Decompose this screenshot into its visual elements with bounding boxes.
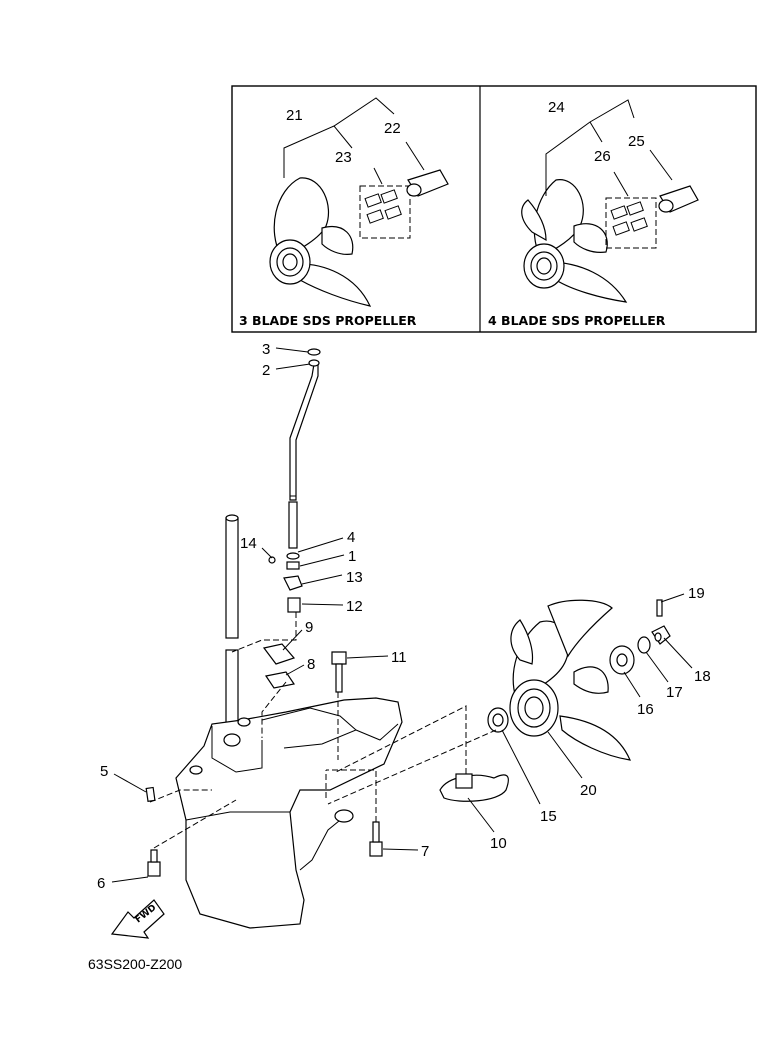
callout-4: 4 [347, 529, 355, 546]
callout-10: 10 [490, 835, 507, 852]
callout-3: 3 [262, 341, 270, 358]
leader-lines [111, 347, 693, 883]
callout-20: 20 [580, 782, 597, 799]
callout-26: 26 [594, 148, 611, 165]
reference-lines [149, 612, 497, 849]
callout-16: 16 [637, 701, 654, 718]
inset-right-label: 4 BLADE SDS PROPELLER [488, 313, 666, 328]
callout-12: 12 [346, 598, 363, 615]
callout-25: 25 [628, 133, 645, 150]
callouts: 21 22 23 24 25 26 3 2 4 1 13 14 12 9 8 1… [97, 99, 711, 892]
callout-9: 9 [305, 619, 313, 636]
diagram-code: 63SS200-Z200 [88, 956, 182, 972]
callout-15: 15 [540, 808, 557, 825]
four-blade-propeller-drawing [521, 179, 699, 303]
callout-21: 21 [286, 107, 303, 124]
callout-7: 7 [421, 843, 429, 860]
callout-14: 14 [240, 535, 257, 552]
three-blade-propeller-drawing [269, 169, 449, 307]
callout-23: 23 [335, 149, 352, 166]
callout-24: 24 [548, 99, 565, 116]
callout-22: 22 [384, 120, 401, 137]
callout-1: 1 [348, 548, 356, 565]
propeller-inset: 3 BLADE SDS PROPELLER 4 BLADE SDS PROPEL… [231, 85, 757, 333]
callout-5: 5 [100, 763, 108, 780]
callout-17: 17 [666, 684, 683, 701]
callout-13: 13 [346, 569, 363, 586]
callout-18: 18 [694, 668, 711, 685]
lower-unit-assembly: FWD [110, 348, 671, 939]
callout-8: 8 [307, 656, 315, 673]
callout-6: 6 [97, 875, 105, 892]
inset-left-label: 3 BLADE SDS PROPELLER [239, 313, 417, 328]
fwd-arrow: FWD [110, 899, 165, 939]
callout-2: 2 [262, 362, 270, 379]
callout-19: 19 [688, 585, 705, 602]
inset-leaders [283, 97, 673, 197]
callout-11: 11 [391, 649, 407, 666]
